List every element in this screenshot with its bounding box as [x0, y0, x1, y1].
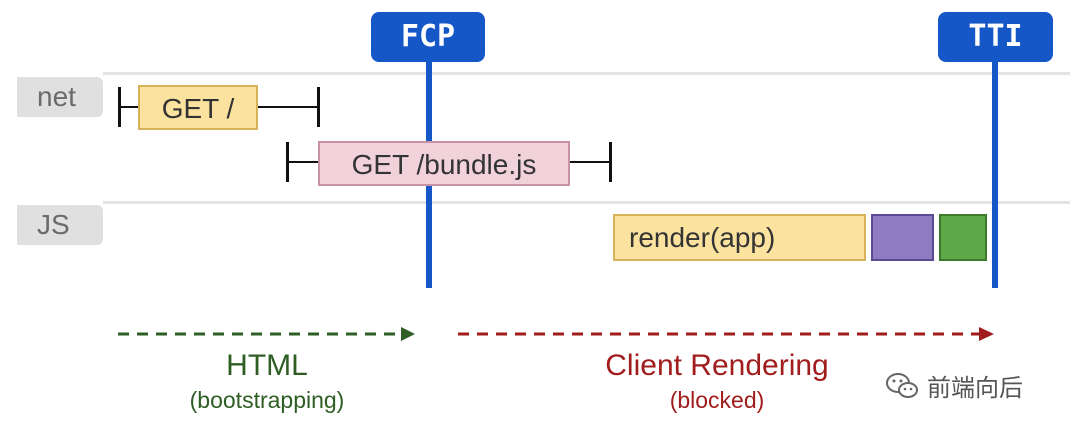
tti-line [992, 55, 998, 288]
html-phase-subtitle: (bootstrapping) [189, 387, 345, 413]
get-bundle-lead-line [286, 161, 318, 163]
wechat-icon [886, 372, 918, 398]
lane-label-js: JS [17, 205, 103, 245]
get-root-end-tick [317, 87, 320, 127]
html-phase-title: HTML [226, 349, 308, 382]
task-block-purple [871, 214, 934, 261]
html-phase-arrow [118, 327, 415, 341]
lane-label-net: net [17, 77, 103, 117]
watermark: 前端向后 [885, 368, 1023, 403]
task-block-green [939, 214, 987, 261]
lane-divider-js [103, 201, 1070, 204]
request-get-bundle: GET /bundle.js [318, 141, 570, 186]
client-phase-title: Client Rendering [605, 349, 829, 382]
client-phase-arrow [458, 327, 994, 341]
get-bundle-end-tick [609, 142, 612, 182]
task-render-app: render(app) [613, 214, 866, 261]
watermark-text: 前端向后 [927, 375, 1023, 402]
get-root-lead-line [118, 106, 138, 108]
request-get-root: GET / [138, 85, 258, 130]
client-phase-subtitle: (blocked) [669, 387, 765, 413]
get-root-tail-line [258, 106, 320, 108]
get-bundle-tail-line [570, 161, 612, 163]
lane-divider-net [103, 72, 1070, 75]
fcp-marker: FCP [371, 12, 485, 62]
tti-marker: TTI [938, 12, 1053, 62]
